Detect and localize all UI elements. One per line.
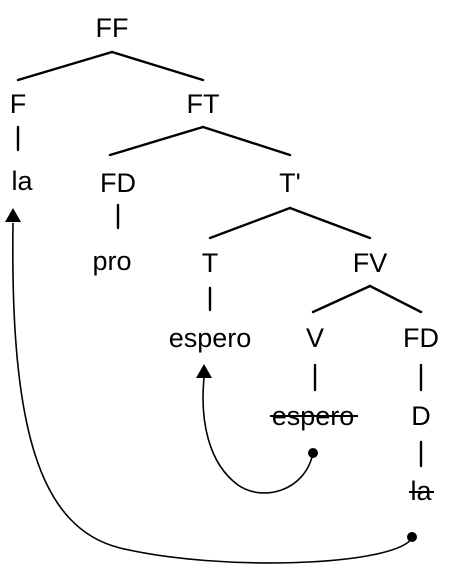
node-fv: FV bbox=[353, 248, 388, 278]
edge-fv-v bbox=[311, 284, 372, 314]
edge-tbar-fv bbox=[288, 206, 372, 240]
node-la: la bbox=[11, 166, 33, 196]
node-ft: FT bbox=[187, 89, 220, 119]
arrowhead-clitic bbox=[5, 208, 21, 222]
edge-ff-ft bbox=[110, 50, 205, 82]
movement-arrow-clitic bbox=[11, 222, 413, 564]
movement-arrows bbox=[5, 208, 417, 564]
edge-tbar-t bbox=[208, 206, 292, 240]
node-f: F bbox=[10, 89, 27, 119]
arrowhead-verb bbox=[196, 364, 212, 378]
node-d: D bbox=[411, 401, 431, 431]
tree-edges bbox=[16, 50, 423, 468]
node-fd-object: FD bbox=[403, 323, 439, 353]
movement-arrow-verb bbox=[202, 377, 314, 494]
edge-ff-f bbox=[16, 50, 114, 82]
edge-ft-fd bbox=[108, 125, 205, 157]
node-tbar: T' bbox=[279, 168, 301, 198]
edge-ft-tbar bbox=[201, 125, 292, 157]
node-v: V bbox=[306, 323, 324, 353]
edge-fv-fd bbox=[368, 284, 423, 314]
trace-dot-clitic bbox=[407, 532, 417, 542]
node-pro: pro bbox=[92, 246, 131, 276]
node-fd: FD bbox=[100, 168, 136, 198]
node-t: T bbox=[202, 248, 219, 278]
tree-nodes: FF F la FT FD T' pro T FV espero V FD es… bbox=[10, 13, 439, 506]
trace-dot-verb bbox=[308, 448, 318, 458]
node-espero: espero bbox=[169, 323, 252, 353]
node-ff: FF bbox=[96, 13, 129, 43]
